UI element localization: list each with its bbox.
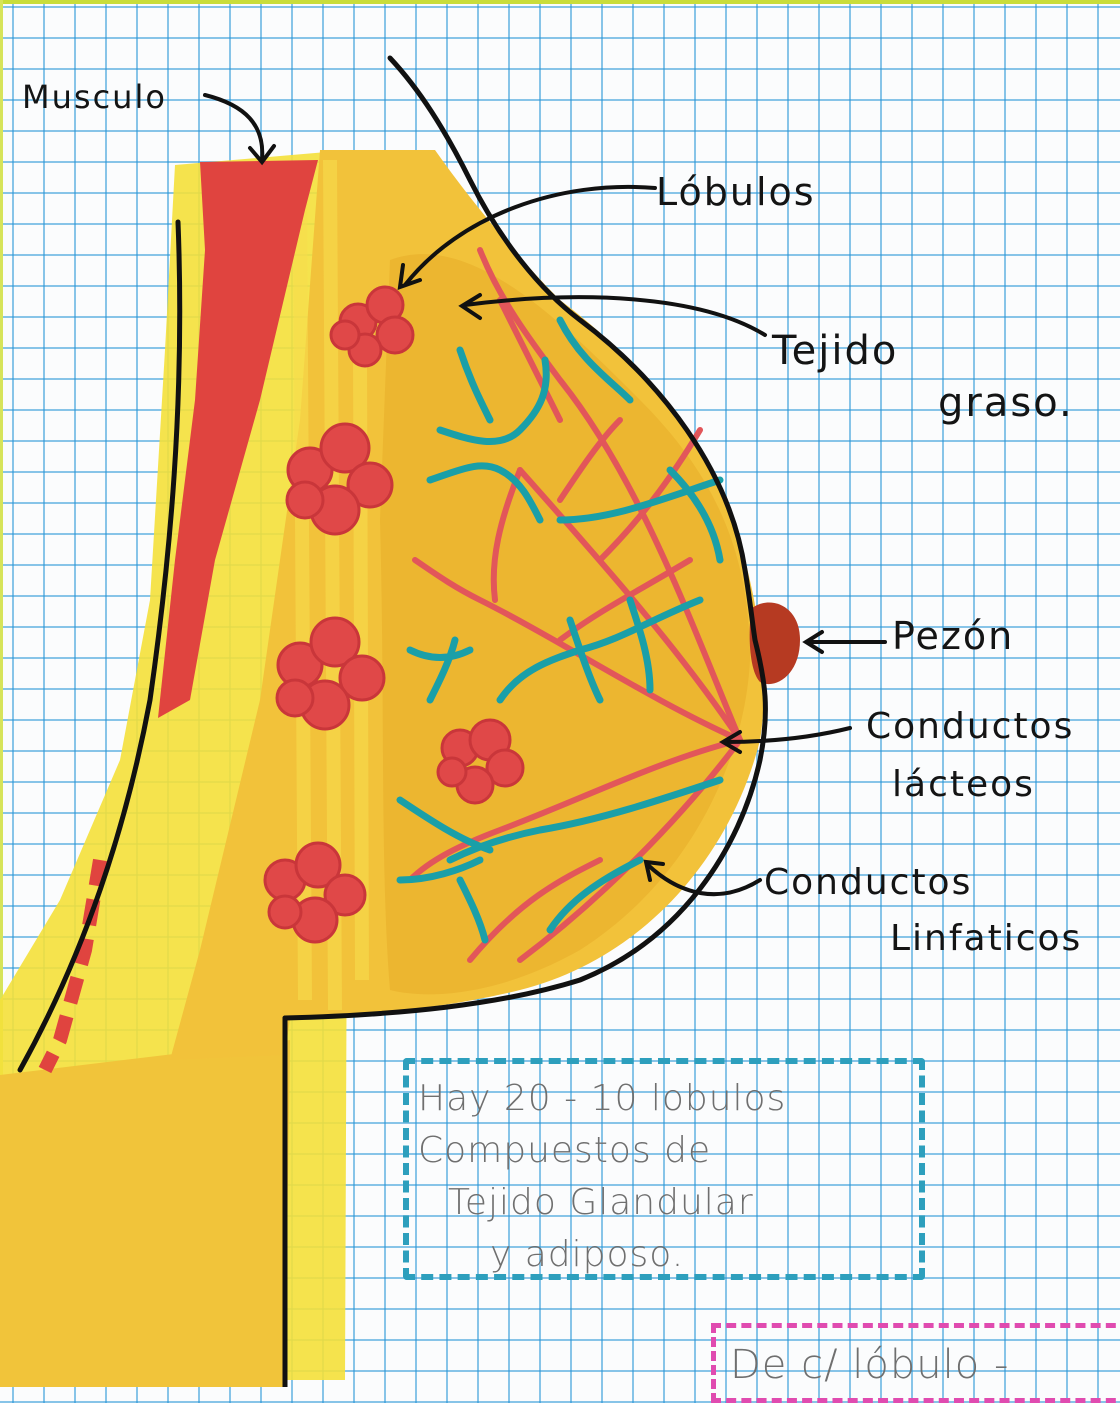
label-tejido-graso-line2: graso. (938, 380, 1074, 426)
label-musculo: Musculo (22, 78, 167, 116)
label-pezon: Pezón (892, 614, 1014, 658)
bottom-note: De c/ lóbulo - (730, 1342, 1009, 1388)
label-conductos-linfaticos-line2: Linfaticos (890, 918, 1082, 959)
note-line-1: Hay 20 - 10 lobulos (418, 1078, 786, 1119)
label-conductos-lacteos-line2: lácteos (892, 764, 1035, 805)
note-line-4: y adiposo. (490, 1234, 684, 1275)
note-line-3: Tejido Glandular (448, 1182, 754, 1223)
label-tejido-graso-line1: Tejido (772, 328, 898, 374)
lower-torso-fill (0, 1040, 290, 1387)
note-line-2: Compuestos de (418, 1130, 711, 1171)
label-conductos-linfaticos-line1: Conductos (764, 862, 972, 903)
label-lobulos: Lóbulos (656, 170, 816, 214)
label-conductos-lacteos-line1: Conductos (866, 706, 1074, 747)
